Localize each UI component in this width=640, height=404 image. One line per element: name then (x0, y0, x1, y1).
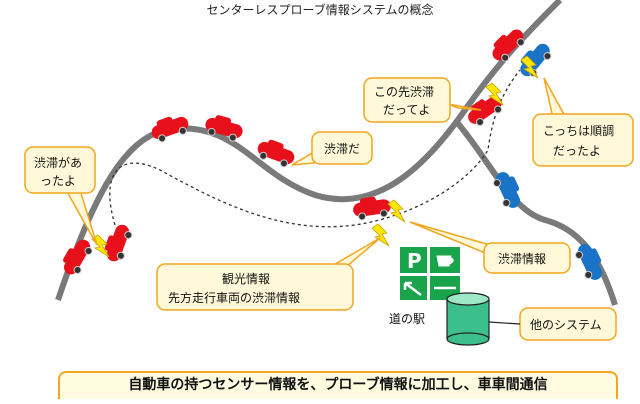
cafe-cup-icon (436, 255, 454, 267)
parking-p-icon: P (407, 249, 422, 273)
parking-sign (400, 247, 427, 273)
bubble-kono-saki: この先渋滞 だってよ (363, 77, 451, 123)
callout-tail (327, 237, 381, 268)
michi-no-eki-label: 道の駅 (389, 312, 425, 326)
bubble-text: 観光情報 (222, 272, 270, 286)
main-road (55, 0, 563, 301)
bubble-kanko: 観光情報 先方走行車両の渋滞情報 (156, 263, 354, 311)
bubble-text: 他のシステム (530, 318, 602, 332)
callout-tail (543, 77, 568, 119)
callout-tail (447, 103, 482, 111)
bubble-text: だったよ (553, 144, 601, 158)
bubble-text: だってよ (383, 103, 430, 117)
bubble-text: ったよ (40, 174, 76, 188)
red-car-junction (462, 89, 508, 130)
bubble-jutai-atta: 渋滞があ ったよ (24, 146, 96, 194)
bubble-kocchi: こっちは順調 だったよ (532, 113, 634, 167)
connector-line (488, 321, 521, 325)
diagram-title: センターレスプローブ情報システムの概念 (206, 3, 434, 17)
lightning-icon (387, 199, 406, 223)
red-car-top-1 (147, 110, 192, 145)
bubble-hoka-system: 他のシステム (519, 307, 617, 341)
bubble-text: 渋滞情報 (498, 252, 546, 266)
bubble-jutai-da: 渋滞だ (311, 131, 373, 165)
bubble-text: 渋滞があ (34, 155, 82, 170)
bubble-text: 渋滞だ (324, 142, 360, 156)
direction-arrow-icon (403, 281, 422, 296)
communication-path (109, 69, 521, 228)
bubble-jutai-joho: 渋滞情報 (483, 242, 571, 274)
bubble-text: この先渋滞 (374, 85, 434, 99)
database-cylinder (446, 292, 490, 346)
bubble-text: 先方走行車両の渋滞情報 (168, 290, 300, 305)
footer-caption: 自動車の持つセンサー情報を、プローブ情報に加工し、車車間通信 (58, 371, 618, 399)
michi-no-eki-sign: P (400, 247, 460, 300)
bubble-text: こっちは順調 (543, 124, 614, 138)
callout-tail (291, 150, 315, 166)
